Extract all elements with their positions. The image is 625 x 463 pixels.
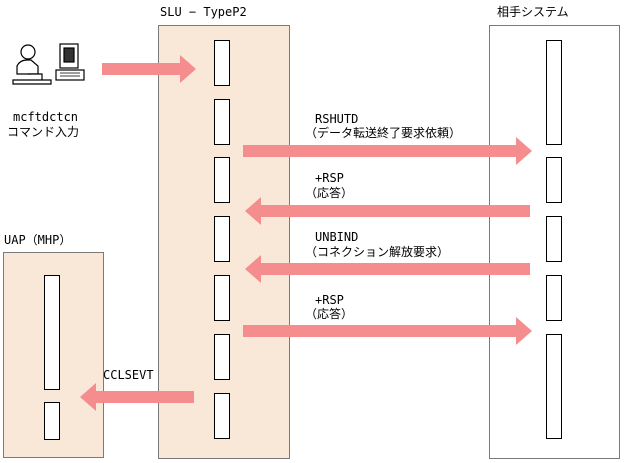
operator-at-computer-icon <box>12 43 85 85</box>
operator-caption: コマンド入力 <box>7 125 80 139</box>
cclsevt-label: CCLSEVT <box>103 368 154 382</box>
rsp1-label: +RSP <box>315 171 344 185</box>
rsp1-arrow <box>245 197 530 225</box>
partner-process-box <box>546 40 562 145</box>
partner-process-box <box>546 157 562 203</box>
partner-process-box <box>546 275 562 321</box>
rsp2-arrow <box>243 317 532 345</box>
slu-process-box <box>214 334 230 380</box>
rshutd-description: （データ転送終了要求依頼） <box>305 126 462 140</box>
slu-process-box <box>214 157 230 203</box>
unbind-arrow <box>245 255 530 283</box>
rsp2-description: （応答） <box>305 307 354 321</box>
slu-process-box <box>214 393 230 439</box>
unbind-label: UNBIND <box>315 230 359 244</box>
partner-process-box <box>546 216 562 262</box>
partner-process-box <box>546 334 562 439</box>
rshutd-label: RSHUTD <box>315 112 359 126</box>
uap-process-box <box>44 275 60 390</box>
slu-lane-title: SLU − TypeP2 <box>160 5 247 19</box>
rsp2-label: +RSP <box>315 293 344 307</box>
cclsevt-arrow <box>80 383 194 411</box>
rshutd-arrow <box>243 137 532 165</box>
slu-process-box <box>214 275 230 321</box>
operator-command: mcftdctcn <box>13 110 79 124</box>
slu-process-box <box>214 216 230 262</box>
command-arrow <box>102 55 196 83</box>
rsp1-description: （応答） <box>305 186 354 200</box>
slu-process-box <box>214 40 230 86</box>
slu-process-box <box>214 99 230 145</box>
uap-lane-title: UAP（MHP） <box>4 233 72 247</box>
partner-lane-title: 相手システム <box>497 5 569 19</box>
unbind-description: （コネクション解放要求） <box>305 245 450 259</box>
uap-process-box <box>44 402 60 440</box>
